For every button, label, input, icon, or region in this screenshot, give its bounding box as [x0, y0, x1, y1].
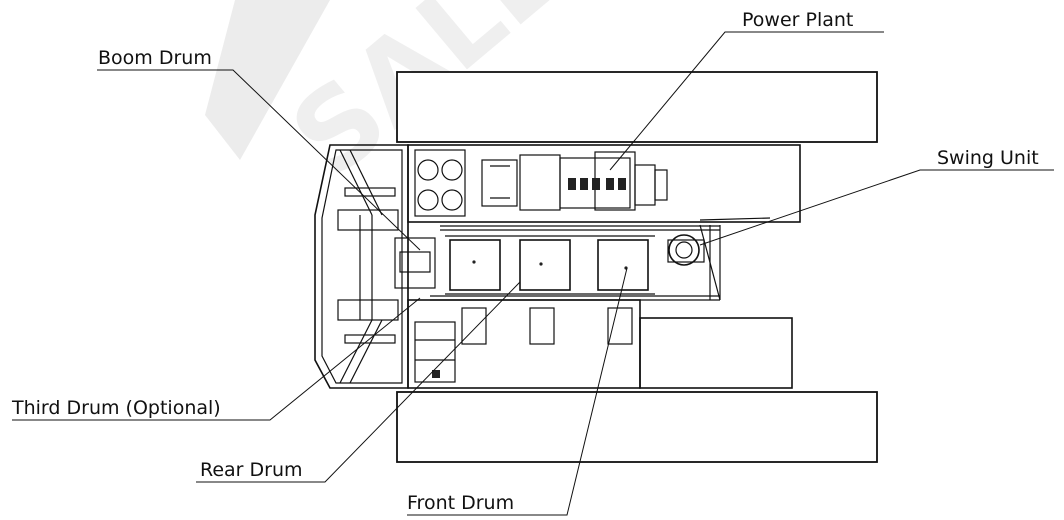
- label-front-drum: Front Drum: [407, 492, 514, 514]
- label-third-drum: Third Drum (Optional): [11, 397, 221, 419]
- label-boom-drum: Boom Drum: [98, 47, 212, 69]
- label-power-plant: Power Plant: [742, 9, 853, 31]
- rear-drum-body: [449, 239, 501, 291]
- label-swing-unit: Swing Unit: [937, 147, 1039, 169]
- third-drum-body: [519, 239, 571, 291]
- counterweight: [314, 144, 409, 389]
- leader-lines: [12, 31, 1054, 516]
- drum-assembly: [394, 235, 655, 295]
- drum-motors: [414, 307, 633, 383]
- front-drum-body: [597, 239, 649, 291]
- swing-unit: [667, 234, 705, 266]
- bottom-track-frame: [396, 391, 878, 463]
- top-track-frame: [396, 71, 878, 143]
- label-rear-drum: Rear Drum: [200, 459, 303, 481]
- power-plant-unit: [414, 149, 668, 217]
- main-deck: [407, 144, 801, 389]
